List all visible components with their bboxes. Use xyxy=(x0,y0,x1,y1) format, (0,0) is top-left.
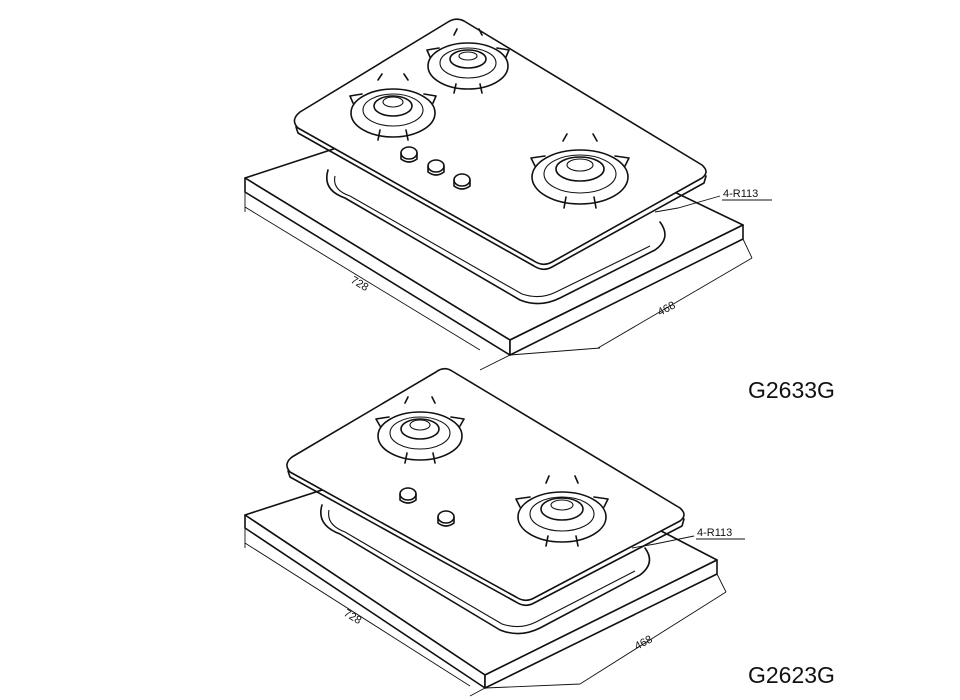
burner-top xyxy=(426,28,510,94)
drawing-g2623g: 728 468 4-R113 G2623G xyxy=(244,367,835,697)
radius-note: 4-R113 xyxy=(723,188,758,200)
dimension-lines xyxy=(244,192,753,371)
control-knobs xyxy=(399,487,455,527)
burner-left xyxy=(349,73,437,141)
burner-right xyxy=(530,133,630,209)
burner-right xyxy=(515,475,609,547)
model-label: G2623G xyxy=(748,662,835,688)
glass-top xyxy=(293,18,707,271)
width-dimension: 468 xyxy=(633,633,655,652)
length-dimension: 728 xyxy=(348,274,370,294)
burner-left xyxy=(375,396,465,464)
length-dimension: 728 xyxy=(341,607,363,627)
cutout-bowl xyxy=(326,169,666,305)
width-dimension: 468 xyxy=(656,299,678,318)
model-label: G2633G xyxy=(748,377,835,403)
dimension-lines xyxy=(244,528,727,697)
glass-top xyxy=(286,367,685,607)
drawing-g2633g: 728 468 4-R113 G2633G xyxy=(244,18,835,403)
control-knobs xyxy=(400,146,471,190)
cutout-bowl xyxy=(320,504,651,635)
radius-note: 4-R113 xyxy=(697,527,732,539)
